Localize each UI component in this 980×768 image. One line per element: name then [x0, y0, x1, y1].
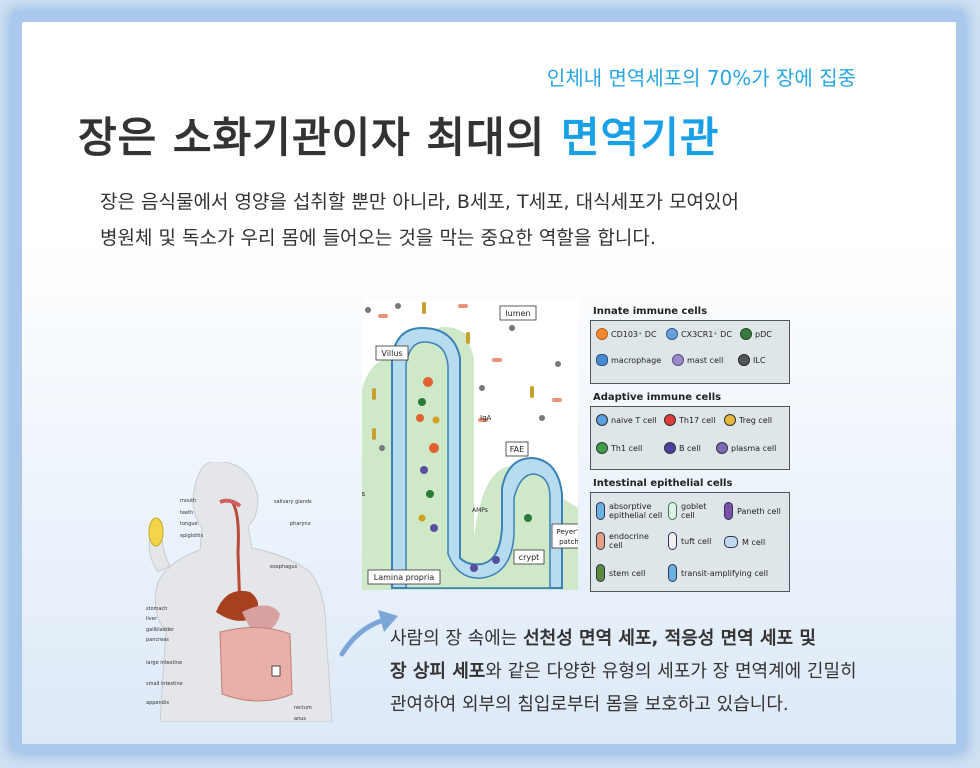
- label-lamina-propria: Lamina propria: [374, 573, 435, 582]
- legend-treg-cell: Treg cell: [724, 414, 772, 426]
- page-title: 장은 소화기관이자 최대의 면역기관: [78, 104, 719, 165]
- legend-innate-box: [590, 320, 790, 384]
- caption-line-3: 관여하여 외부의 침입로부터 몸을 보호하고 있습니다.: [390, 694, 789, 715]
- legend-b-cell: B cell: [664, 442, 701, 454]
- th17-cell-icon: [664, 414, 676, 426]
- label-amps: AMPs: [472, 507, 488, 514]
- body-label-stomach: stomach: [146, 606, 168, 612]
- legend-cx3cr1-dc: CX3CR1⁺ DC: [666, 328, 732, 340]
- treg-cell-icon: [724, 414, 736, 426]
- legend-m-cell: M cell: [724, 536, 765, 548]
- body-label-pancreas: pancreas: [146, 637, 169, 643]
- stem-cell-icon: [596, 564, 605, 582]
- intestine-shape: [219, 626, 293, 702]
- m-cell-icon: [724, 536, 738, 548]
- label-peyers: Peyer's: [556, 528, 578, 536]
- goblet-cell-icon: [668, 502, 677, 520]
- villus-core: [405, 341, 551, 589]
- title-highlight: 면역기관: [560, 113, 720, 162]
- legend-tuft-cell: tuft cell: [668, 532, 718, 550]
- legend-adaptive-title: Adaptive immune cells: [593, 392, 722, 403]
- legend-naive-t-cell: naive T cell: [596, 414, 657, 426]
- body-label-gallbladder: gallbladder: [146, 627, 175, 633]
- mast-cell-icon: [672, 354, 684, 366]
- body-label-teeth: teeth: [180, 510, 194, 516]
- curved-arrow-icon: [339, 610, 398, 657]
- legend-endocrine-cell: endocrine cell: [596, 532, 664, 550]
- caption-line-2: 장 상피 세포와 같은 다양한 유형의 세포가 장 면역계에 긴밀히: [390, 661, 857, 682]
- description: 장은 음식물에서 영양을 섭취할 뿐만 아니라, B세포, T세포, 대식세포가…: [100, 184, 739, 256]
- transit-amplifying-cell-icon: [668, 564, 677, 582]
- legend-innate-title: Innate immune cells: [593, 306, 708, 317]
- body-label-anus: anus: [294, 716, 307, 722]
- intestine-diagram: lumen Villus IgA FAE mucus AMPs Peyer's …: [362, 298, 578, 590]
- ilc-icon: [738, 354, 750, 366]
- legend-plasma-cell: plasma cell: [716, 442, 776, 454]
- caption-line-1: 사람의 장 속에는 선천성 면역 세포, 적응성 면역 세포 및: [390, 628, 816, 649]
- legend-stem-cell: stem cell: [596, 564, 645, 582]
- body-label-esophagus: esophagus: [270, 564, 298, 570]
- endocrine-cell-icon: [596, 532, 605, 550]
- absorptive-cell-icon: [596, 502, 605, 520]
- label-crypt: crypt: [519, 553, 540, 562]
- body-label-small-intestine: small intestine: [146, 681, 183, 687]
- naive-t-cell-icon: [596, 414, 608, 426]
- tuft-cell-icon: [668, 532, 677, 550]
- subtitle: 인체내 면역세포의 70%가 장에 집중: [546, 66, 856, 90]
- legend-mast-cell: mast cell: [672, 354, 723, 366]
- body-label-appendix: appendix: [146, 700, 170, 706]
- legend-th17-cell: Th17 cell: [664, 414, 715, 426]
- paneth-cell-icon: [724, 502, 733, 520]
- body-label-salivary: salivary glands: [274, 499, 312, 505]
- title-main: 장은 소화기관이자 최대의: [78, 113, 546, 162]
- label-fae: FAE: [510, 445, 524, 454]
- description-line-2: 병원체 및 독소가 우리 몸에 들어오는 것을 막는 중요한 역할을 합니다.: [100, 227, 656, 249]
- legend-cd103-dc: CD103⁺ DC: [596, 328, 657, 340]
- th1-cell-icon: [596, 442, 608, 454]
- plasma-cell-icon: [716, 442, 728, 454]
- legend-ilc: ILC: [738, 354, 765, 366]
- body-label-liver: liver: [146, 616, 157, 622]
- legend-goblet-cell: goblet cell: [668, 502, 718, 520]
- body-label-epiglottis: epiglottis: [180, 533, 204, 539]
- legend-macrophage: macrophage: [596, 354, 661, 366]
- human-body-illustration: [148, 462, 333, 722]
- label-iga: IgA: [480, 414, 492, 422]
- legend-adaptive-box: [590, 406, 790, 470]
- legend-pdc: pDC: [740, 328, 772, 340]
- macrophage-icon: [596, 354, 608, 366]
- label-villus: Villus: [381, 349, 402, 358]
- caption: 사람의 장 속에는 선천성 면역 세포, 적응성 면역 세포 및 장 상피 세포…: [390, 622, 857, 721]
- description-line-1: 장은 음식물에서 영양을 섭취할 뿐만 아니라, B세포, T세포, 대식세포가…: [100, 191, 739, 213]
- body-label-pharynx: pharynx: [290, 521, 311, 527]
- cd103-dc-icon: [596, 328, 608, 340]
- legend-epithelial-box: [590, 492, 790, 592]
- body-label-mouth: mouth: [180, 498, 197, 504]
- legend-paneth-cell: Paneth cell: [724, 502, 784, 520]
- legend-absorptive-cell: absorptive epithelial cell: [596, 502, 664, 520]
- legend-th1-cell: Th1 cell: [596, 442, 642, 454]
- cx3cr1-dc-icon: [666, 328, 678, 340]
- legend-epithelial-title: Intestinal epithelial cells: [593, 478, 733, 489]
- legend-transit-amplifying-cell: transit-amplifying cell: [668, 564, 780, 582]
- label-patch: patch: [559, 538, 578, 546]
- body-label-large-intestine: large intestine: [146, 660, 183, 666]
- body-label-rectum: rectum: [294, 705, 312, 711]
- pdc-icon: [740, 328, 752, 340]
- b-cell-icon: [664, 442, 676, 454]
- label-lumen: lumen: [505, 309, 530, 318]
- body-label-tongue: tongue: [180, 521, 198, 527]
- label-mucus: mucus: [362, 490, 366, 498]
